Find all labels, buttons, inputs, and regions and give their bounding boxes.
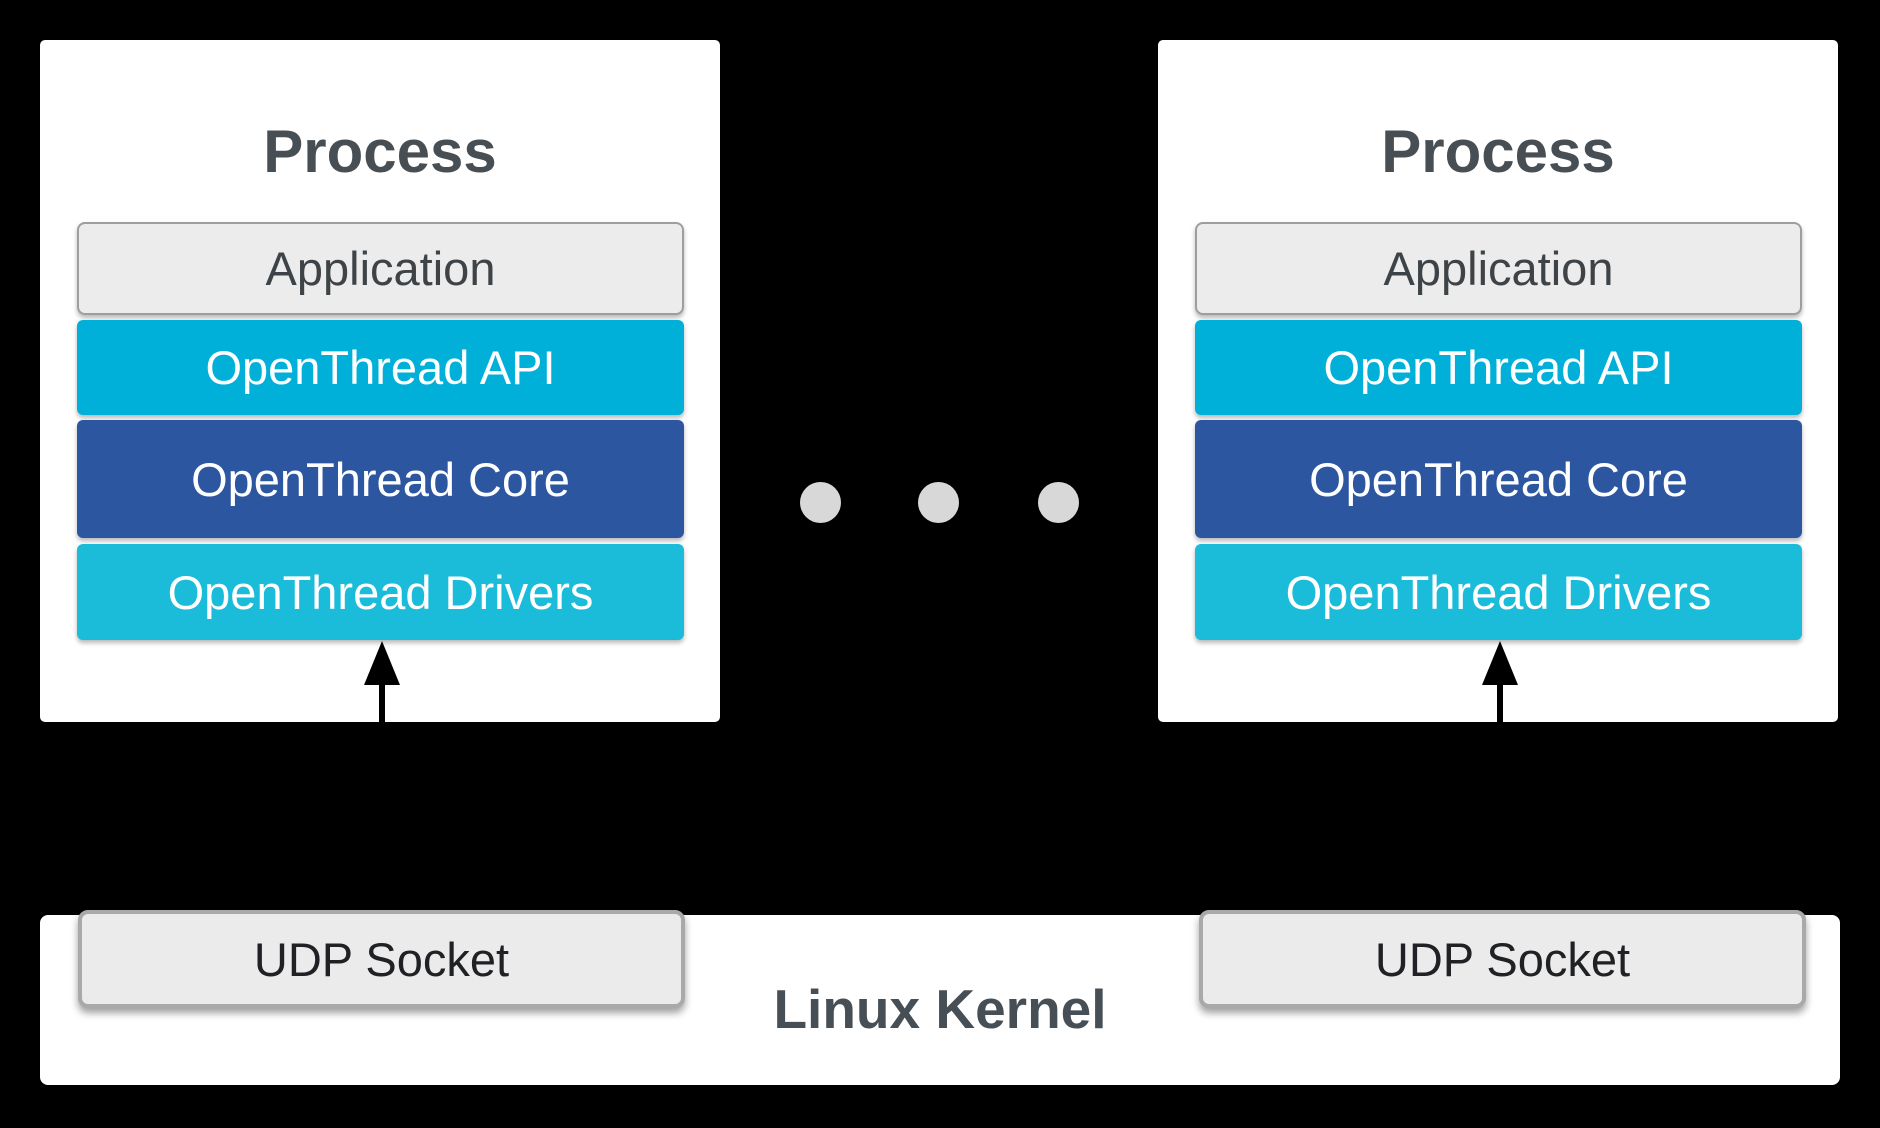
up-arrow-shaft: [1497, 680, 1503, 722]
layer-openthread-api: OpenThread API: [77, 320, 684, 415]
layer-openthread-core: OpenThread Core: [1195, 420, 1802, 538]
ellipsis-dot: [800, 482, 841, 523]
layer-openthread-api: OpenThread API: [1195, 320, 1802, 415]
ellipsis-dot: [1038, 482, 1079, 523]
layer-openthread-drivers: OpenThread Drivers: [77, 544, 684, 640]
layer-application: Application: [1195, 222, 1802, 315]
layer-openthread-drivers: OpenThread Drivers: [1195, 544, 1802, 640]
up-arrow-icon: [364, 641, 400, 685]
udp-socket-right: UDP Socket: [1199, 910, 1806, 1008]
layer-application: Application: [77, 222, 684, 315]
process-title: Process: [263, 118, 497, 185]
linux-kernel-bar: UDP Socket UDP Socket Linux Kernel: [40, 910, 1840, 1085]
process-box-right: Process Application OpenThread API OpenT…: [1158, 40, 1838, 722]
process-box-left: Process Application OpenThread API OpenT…: [40, 40, 720, 722]
up-arrow-icon: [1482, 641, 1518, 685]
process-title: Process: [1381, 118, 1615, 185]
up-arrow-shaft: [379, 680, 385, 722]
linux-kernel-label: Linux Kernel: [773, 978, 1107, 1040]
udp-socket-left: UDP Socket: [78, 910, 685, 1008]
ellipsis-dot: [918, 482, 959, 523]
layer-openthread-core: OpenThread Core: [77, 420, 684, 538]
